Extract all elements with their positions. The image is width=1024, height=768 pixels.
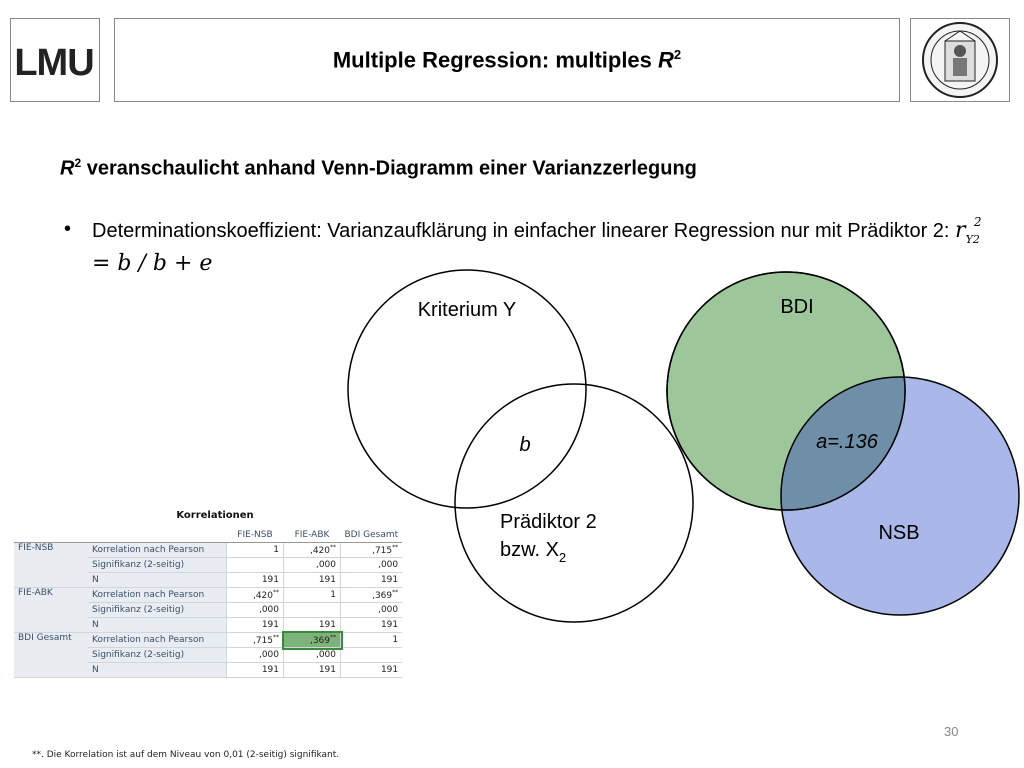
row-header: FIE-NSB — [14, 542, 88, 588]
table-footnote: **. Die Korrelation ist auf dem Niveau v… — [32, 750, 340, 760]
cell: 191 — [340, 617, 403, 633]
cell: ,420** — [226, 587, 284, 603]
cell: ,000 — [226, 602, 284, 618]
bullet-text: Determinationskoeffizient: Varianzaufklä… — [92, 215, 982, 276]
highlighted-cell: ,369** — [281, 630, 343, 650]
venn-circle-predictor — [454, 383, 694, 623]
label-bdi: BDI — [780, 296, 813, 318]
cell: 1 — [283, 587, 341, 603]
table-row: FIE-NSB Korrelation nach Pearson 1 ,420*… — [14, 542, 403, 588]
label-predictor-line2: bzw. X2 — [500, 539, 566, 565]
title-bar: Multiple Regression: multiples R2 — [114, 18, 900, 102]
stat-label: Korrelation nach Pearson — [88, 542, 227, 558]
lmu-logo-text: LMU — [14, 42, 94, 84]
cell: ,000 — [283, 557, 341, 573]
lmu-logo — [10, 18, 100, 102]
table-row: Signifikanz (2-seitig) ,000 ,000 — [14, 647, 403, 663]
cell — [226, 557, 284, 573]
formula: rY22 = b / b + e — [92, 215, 982, 276]
label-predictor-line1: Prädiktor 2 — [500, 511, 597, 533]
cell: ,715** — [340, 542, 403, 558]
stat-label: Signifikanz (2-seitig) — [88, 557, 227, 573]
col-header: FIE-NSB — [226, 528, 284, 543]
table-row: FIE-ABK Korrelation nach Pearson ,420** … — [14, 587, 403, 633]
table-row: N 191 191 191 — [14, 572, 403, 588]
venn-circle-criterion — [347, 269, 587, 509]
stat-label: Signifikanz (2-seitig) — [88, 602, 227, 618]
university-seal — [910, 18, 1010, 102]
cell: ,369** — [340, 587, 403, 603]
seal-icon — [922, 22, 998, 98]
page-number: 30 — [944, 724, 959, 739]
cell: ,420** — [283, 542, 341, 558]
cell: ,000 — [340, 557, 403, 573]
stat-label: N — [88, 617, 227, 633]
stat-label: Korrelation nach Pearson — [88, 587, 227, 603]
cell: ,000 — [283, 647, 341, 663]
cell: 1 — [226, 542, 284, 558]
label-b: b — [519, 434, 530, 456]
bullet-marker: • — [64, 218, 72, 240]
label-criterion-y: Kriterium Y — [418, 299, 517, 321]
row-header: BDI Gesamt — [14, 632, 88, 678]
stat-label: Korrelation nach Pearson — [88, 632, 227, 648]
subtitle: R2 veranschaulicht anhand Venn-Diagramm … — [60, 156, 697, 180]
cell: 1 — [340, 632, 403, 648]
cell: ,000 — [340, 602, 403, 618]
table-row: Signifikanz (2-seitig) ,000 ,000 — [14, 602, 403, 618]
cell: 191 — [283, 662, 341, 678]
stat-label: N — [88, 572, 227, 588]
cell: ,715** — [226, 632, 284, 648]
cell: 191 — [226, 662, 284, 678]
table-header-row: FIE-NSB FIE-ABK BDI Gesamt — [14, 528, 403, 543]
slide-title: Multiple Regression: multiples R2 — [332, 46, 682, 73]
cell: ,000 — [226, 647, 284, 663]
col-header: FIE-ABK — [283, 528, 341, 543]
table-row: Signifikanz (2-seitig) ,000 ,000 — [14, 557, 403, 573]
stat-label: Signifikanz (2-seitig) — [88, 647, 227, 663]
table-row: BDI Gesamt Korrelation nach Pearson ,715… — [14, 630, 403, 678]
cell: 191 — [283, 617, 341, 633]
cell — [283, 602, 341, 618]
cell — [340, 647, 403, 663]
table-row: N 191 191 191 — [14, 617, 403, 633]
stat-label: N — [88, 662, 227, 678]
correlation-table: Korrelationen FIE-NSB FIE-ABK BDI Gesamt… — [14, 506, 416, 766]
col-header: BDI Gesamt — [340, 528, 403, 543]
cell: 191 — [340, 662, 403, 678]
cell: 191 — [283, 572, 341, 588]
table-row: N 191 191 191 — [14, 662, 403, 678]
row-header: FIE-ABK — [14, 587, 88, 633]
correlation-grid: FIE-NSB FIE-ABK BDI Gesamt FIE-NSB Korre… — [14, 528, 403, 678]
label-a: a=.136 — [816, 431, 879, 453]
cell: 191 — [226, 617, 284, 633]
cell: 191 — [340, 572, 403, 588]
cell: 191 — [226, 572, 284, 588]
label-nsb: NSB — [878, 522, 919, 544]
table-title: Korrelationen — [176, 510, 254, 521]
